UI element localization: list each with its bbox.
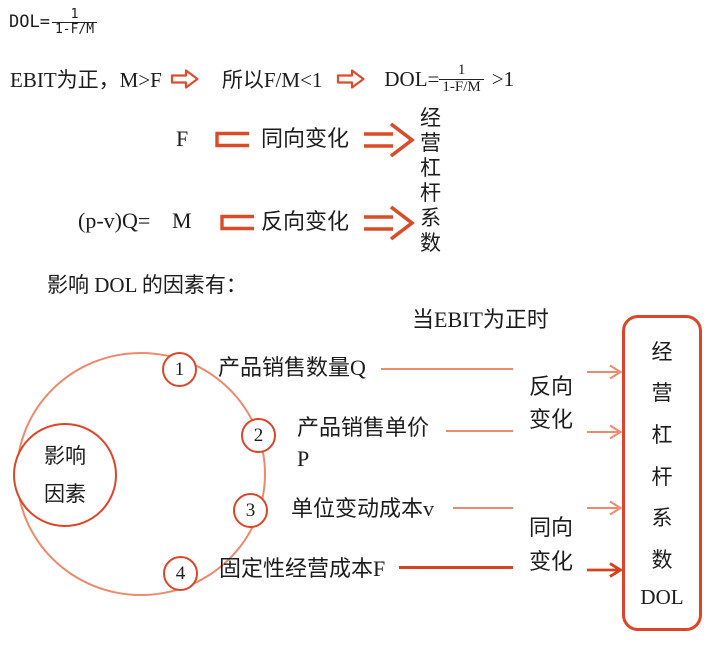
double-arrow-icon [364, 122, 415, 158]
direction-same-line1: 同向 [529, 515, 574, 540]
vertical-char: 杠 [420, 156, 441, 180]
direction-inverse-line1: 反向 [529, 374, 574, 399]
bracket-icon [220, 214, 254, 231]
factor-number-3: 3 [233, 493, 268, 528]
condition-note: 当EBIT为正时 [412, 307, 549, 332]
vertical-char: 系 [420, 206, 441, 230]
fraction-numerator: 1 [70, 7, 79, 22]
formula-pvq: (p-v)Q= [78, 208, 151, 233]
factor-label-quantity: 产品销售数量Q [218, 355, 366, 380]
vertical-char: 经 [420, 106, 441, 130]
factor-number-label: 3 [245, 499, 256, 521]
result-box-char: 营 [651, 381, 673, 406]
result-box-char: 杆 [651, 464, 673, 489]
derivation-premise: EBIT为正，M>F [10, 68, 162, 92]
factor-number-4: 4 [163, 556, 198, 591]
factor-label-price-line2: P [297, 446, 310, 471]
relation-same-direction: 同向变化 [261, 126, 350, 151]
bracket-icon [215, 131, 249, 148]
center-label-line1: 影响 [44, 444, 86, 468]
arrow-icon [587, 500, 623, 516]
factor-number-label: 1 [174, 358, 185, 380]
connector-line [453, 507, 513, 509]
block-arrow-icon [170, 69, 199, 89]
factor-number-1: 1 [162, 352, 197, 387]
vertical-label-operating-leverage: 经 营 杠 杆 系 数 [420, 106, 441, 256]
result-box-char: 杠 [651, 422, 673, 447]
derivation-result-lhs: DOL= [384, 66, 440, 91]
variable-f: F [176, 126, 189, 151]
factor-label-variable-cost: 单位变动成本v [291, 496, 435, 521]
vertical-char: 杆 [420, 181, 441, 205]
variable-m: M [172, 208, 192, 233]
formula-dol: DOL= 1 1-F/M [9, 7, 98, 37]
fraction: 1 1-F/M [439, 61, 484, 96]
fraction-denominator: 1-F/M [51, 21, 98, 37]
vertical-char: 营 [420, 131, 441, 155]
connector-line [446, 430, 513, 432]
factor-number-label: 2 [253, 424, 264, 446]
result-box-dol: 经 营 杠 杆 系 数 DOL [622, 315, 702, 631]
factor-number-label: 4 [175, 562, 186, 584]
direction-inverse-line2: 变化 [529, 407, 574, 432]
factor-label-fixed-cost: 固定性经营成本F [219, 556, 386, 581]
connector-line [399, 566, 513, 569]
direction-same-line2: 变化 [529, 549, 574, 574]
fraction-numerator: 1 [457, 61, 466, 78]
fraction-denominator: 1-F/M [439, 78, 484, 96]
arrow-icon [587, 424, 623, 440]
factor-label-price: 产品销售单价 [297, 415, 430, 440]
fraction: 1 1-F/M [51, 7, 98, 37]
relation-inverse-direction: 反向变化 [261, 209, 350, 234]
vertical-char: 数 [420, 231, 441, 255]
derivation-row: EBIT为正，M>F 所以F/M<1 DOL= 1 1-F/M >1 [10, 50, 514, 108]
factor-number-2: 2 [241, 418, 276, 453]
result-box-char: 数 [651, 547, 673, 572]
center-node-influence-factors: 影响 因素 [13, 423, 117, 527]
derivation-result-suffix: >1 [491, 66, 515, 91]
double-arrow-icon [364, 205, 415, 241]
result-box-char: 经 [651, 339, 673, 364]
arrow-icon [587, 364, 623, 380]
result-box-char: 系 [651, 506, 673, 531]
derivation-step: 所以F/M<1 [221, 68, 323, 92]
factors-heading: 影响 DOL 的因素有： [47, 273, 247, 297]
center-label-line2: 因素 [44, 482, 86, 506]
result-box-char-dol: DOL [640, 585, 684, 610]
block-arrow-icon [337, 69, 365, 89]
formula-lhs: DOL= [9, 12, 50, 33]
arrow-icon [587, 562, 624, 578]
connector-line [381, 368, 513, 370]
